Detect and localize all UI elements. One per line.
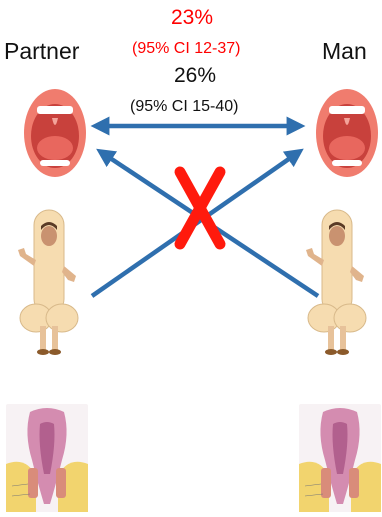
diagram-canvas: Partner Man 23% (95% CI 12-37) 26% (95% … bbox=[0, 0, 382, 517]
arrow-overlay bbox=[0, 0, 382, 517]
